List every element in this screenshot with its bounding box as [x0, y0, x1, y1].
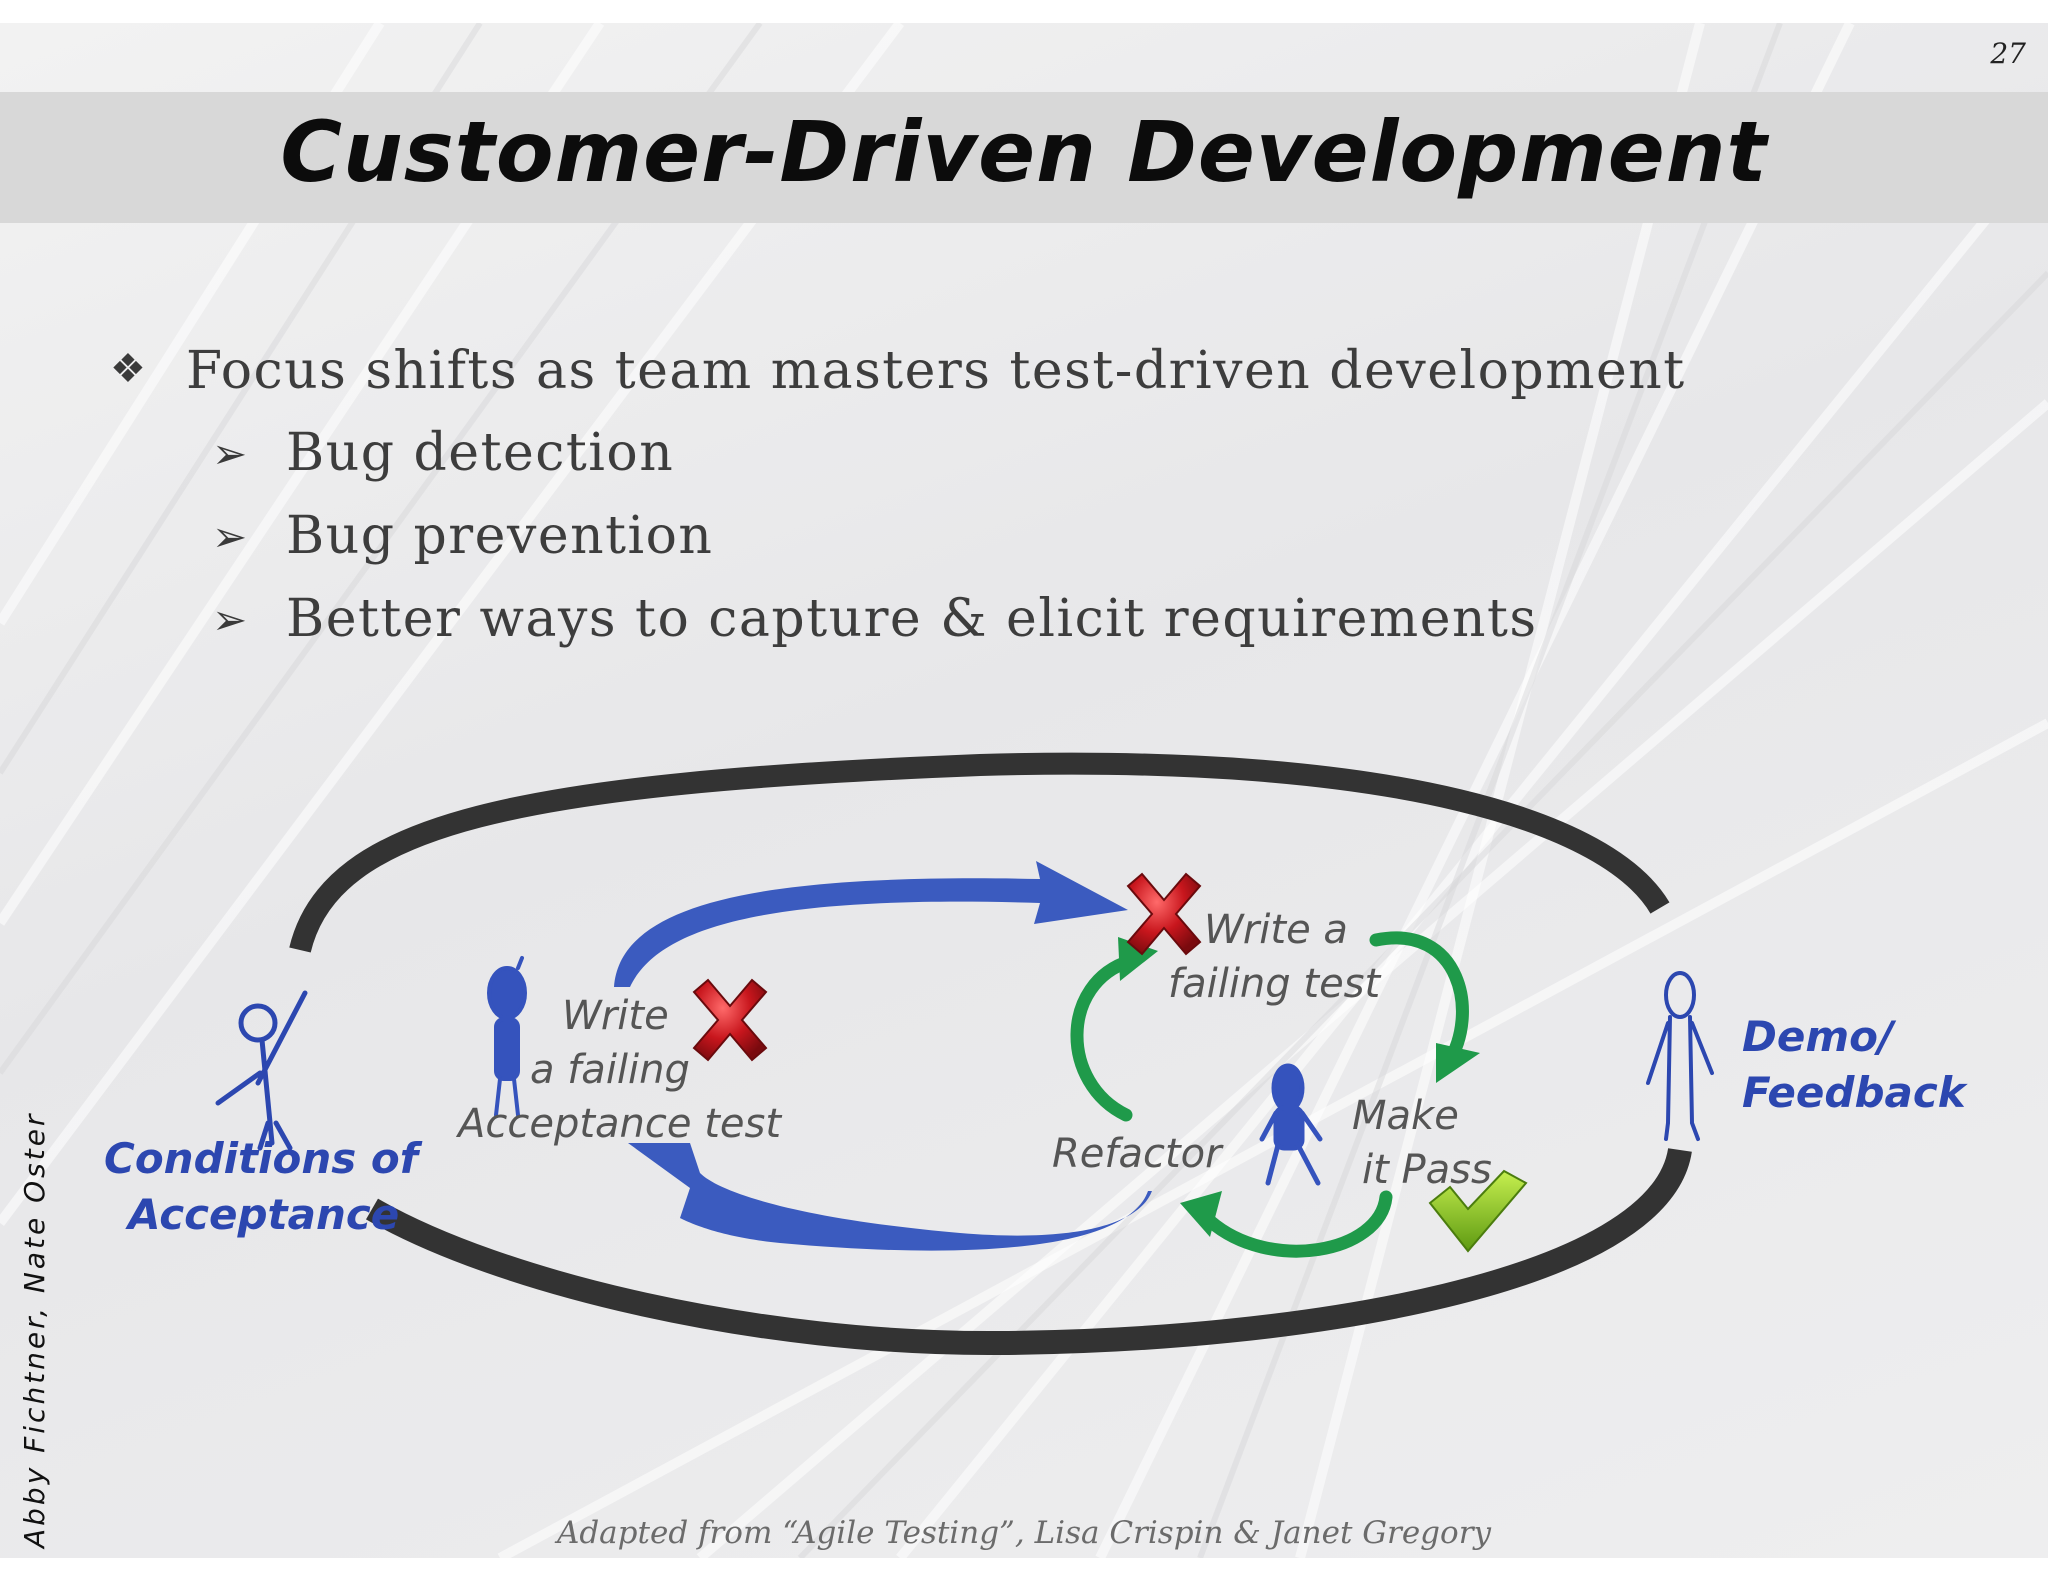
- write-acceptance-label: Write: [562, 993, 669, 1039]
- bullet-sub-3: ➢ Better ways to capture & elicit require…: [212, 589, 1538, 649]
- attribution: Adapted from “Agile Testing”, Lisa Crisp…: [556, 1515, 1492, 1551]
- fail-x-icon: [692, 978, 768, 1062]
- cdd-cycle-diagram: Conditions of Acceptance Demo/ Feedback …: [104, 752, 1969, 1356]
- make-pass-label: Make: [1352, 1093, 1459, 1139]
- stick-figure-icon: [1259, 1063, 1323, 1186]
- fail-x-icon: [1126, 872, 1202, 956]
- tdd-loop: [1070, 931, 1469, 1258]
- stick-figure-icon: [215, 990, 308, 1151]
- bullet-sub-2: ➢ Bug prevention: [212, 506, 713, 566]
- bullet-sub-text: Bug detection: [286, 423, 675, 483]
- write-acceptance-label: a failing: [530, 1047, 690, 1093]
- slide: 27 Customer-Driven Development ❖ Focus sh…: [0, 23, 2048, 1558]
- bullet-main-text: Focus shifts as team masters test-driven…: [186, 341, 1686, 401]
- demo-label: Demo/: [1742, 1012, 1897, 1061]
- bullet-sub-text: Bug prevention: [286, 506, 714, 566]
- page-number: 27: [1990, 37, 2026, 70]
- conditions-label: Acceptance: [125, 1190, 399, 1239]
- demo-label: Feedback: [1742, 1068, 1969, 1117]
- acceptance-loop: [614, 861, 1152, 1251]
- write-failing-label: failing test: [1168, 961, 1382, 1007]
- refactor-label: Refactor: [1052, 1131, 1224, 1177]
- bullet-main: ❖ Focus shifts as team masters test-drive…: [110, 341, 1686, 401]
- bullet-sub-1: ➢ Bug detection: [212, 423, 674, 483]
- write-acceptance-label: Acceptance test: [455, 1101, 782, 1147]
- make-pass-label: it Pass: [1362, 1147, 1492, 1193]
- stick-figure-icon: [1646, 971, 1714, 1141]
- diamond-bullet-icon: ❖: [110, 346, 148, 392]
- arrow-bullet-icon: ➢: [212, 595, 249, 644]
- arrow-bullet-icon: ➢: [212, 429, 249, 478]
- write-failing-label: Write a: [1204, 907, 1348, 953]
- slide-title: Customer-Driven Development: [280, 103, 1768, 201]
- title-band: [0, 92, 2048, 223]
- outer-loop: [289, 752, 1692, 1356]
- side-credit: Abby Fichtner, Nate Oster: [18, 1111, 51, 1548]
- arrow-bullet-icon: ➢: [212, 512, 249, 561]
- conditions-label: Conditions of: [104, 1134, 423, 1183]
- pass-check-icon: [1428, 1169, 1528, 1253]
- stick-figure-icon: [487, 956, 527, 1117]
- bullet-sub-text: Better ways to capture & elicit requirem…: [286, 589, 1538, 649]
